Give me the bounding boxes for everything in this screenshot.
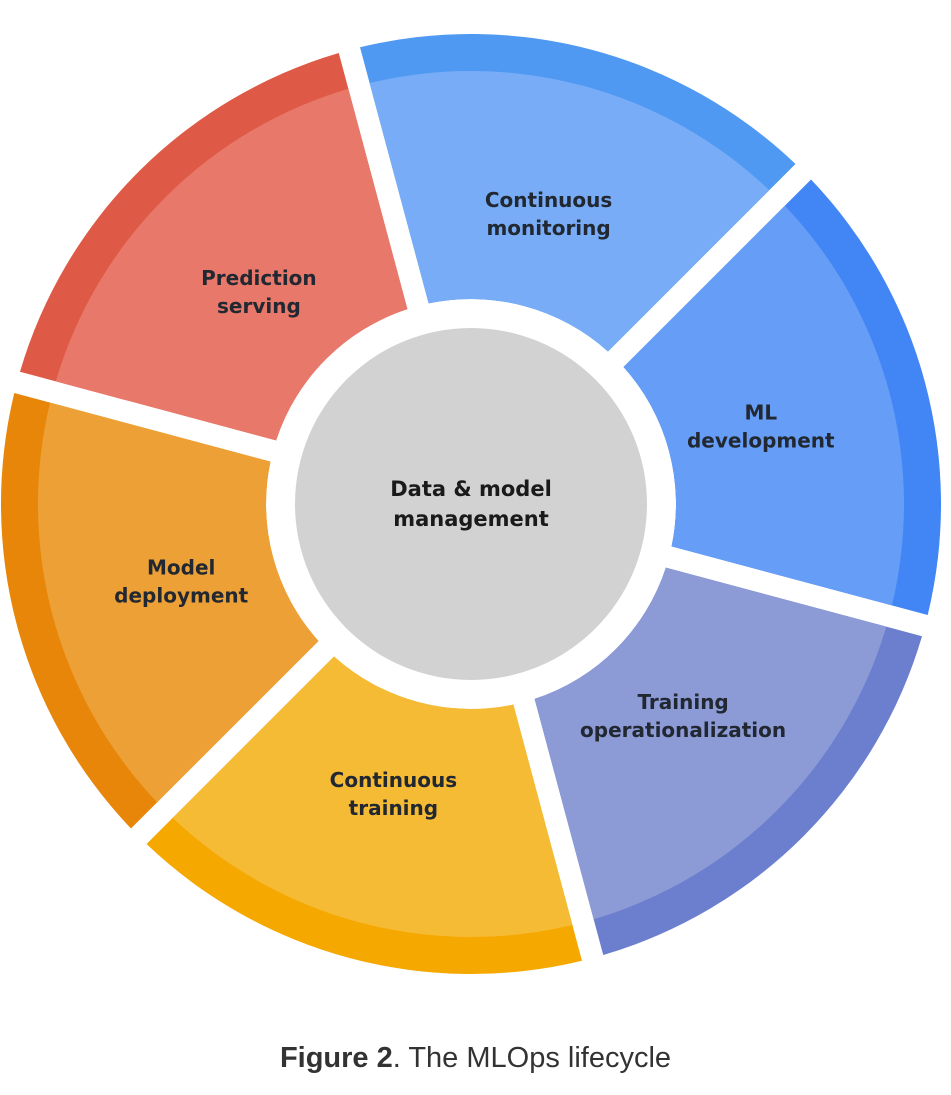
center-label-line: management — [393, 507, 549, 531]
segment-model-deployment: Model deployment — [0, 393, 319, 829]
segment-inner-fill — [534, 567, 887, 920]
segment-label-continuous-monitoring: Continuous monitoring — [485, 188, 612, 240]
segment-label-line: ML — [744, 400, 777, 424]
segment-label-line: deployment — [114, 584, 248, 608]
center-circle — [295, 328, 647, 680]
segment-label-model-deployment: Model deployment — [114, 556, 248, 608]
segment-inner-fill — [623, 205, 905, 606]
segment-label-line: Continuous — [485, 188, 612, 212]
segment-label-ml-development: ML development — [687, 400, 835, 452]
segment-label-line: serving — [217, 294, 301, 318]
segment-label-continuous-training: Continuous training — [330, 768, 457, 820]
segment-label-line: training — [349, 796, 438, 820]
segment-prediction-serving: Prediction serving — [19, 52, 408, 441]
segment-label-training-operationalization: Training operationalization — [580, 690, 786, 742]
segment-label-line: operationalization — [580, 718, 786, 742]
caption-text: . The MLOps lifecycle — [392, 1042, 672, 1074]
segment-label-line: Continuous — [330, 768, 457, 792]
segment-inner-fill — [369, 70, 770, 352]
segment-label-line: Training — [637, 690, 728, 714]
segment-training-operationalization: Training operationalization — [534, 567, 923, 956]
segment-continuous-monitoring: Continuous monitoring — [360, 33, 796, 352]
segment-label-line: Model — [147, 556, 215, 580]
segment-continuous-training: Continuous training — [146, 656, 582, 975]
center-label: Data & model management — [390, 477, 552, 531]
segment-label-prediction-serving: Prediction serving — [201, 266, 317, 318]
caption-figure-number: Figure 2 — [279, 1042, 393, 1074]
segment-inner-fill — [55, 88, 408, 441]
segment-label-line: Prediction — [201, 266, 317, 290]
figure-caption: Figure 2. The MLOps lifecycle — [0, 1042, 951, 1075]
center-label-line: Data & model — [390, 477, 552, 501]
segment-inner-fill — [37, 402, 319, 803]
segment-label-line: development — [687, 428, 835, 452]
segment-ml-development: ML development — [623, 179, 942, 615]
segment-inner-fill — [172, 656, 573, 938]
segment-label-line: monitoring — [486, 216, 610, 240]
